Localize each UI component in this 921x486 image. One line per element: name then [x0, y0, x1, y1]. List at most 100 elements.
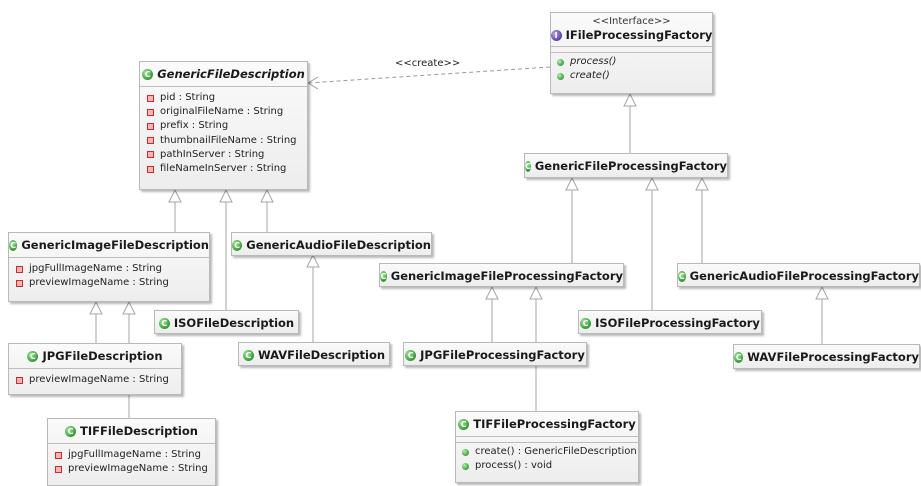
class-name: GenericImageFileProcessingFactory: [390, 269, 623, 283]
class-name: WAVFileDescription: [257, 348, 386, 362]
class-icon: C: [27, 350, 39, 362]
class-icon: C: [232, 239, 243, 251]
inheritance-arrowhead: [122, 300, 136, 315]
method-compartment: process() create(): [551, 52, 712, 87]
class-name: JPGFileProcessingFactory: [420, 348, 585, 362]
class-icon: C: [9, 239, 18, 251]
create-dependency-line: [307, 66, 551, 84]
field-row: pathInServer : String: [146, 148, 307, 162]
attribute-compartment: pid : String originalFileName : String p…: [140, 86, 307, 180]
method-row: create() : GenericFileDescription: [462, 445, 638, 459]
field-row: jpgFullImageName : String: [54, 448, 215, 462]
field-row: pid : String: [146, 91, 307, 105]
private-field-icon: [16, 279, 23, 287]
inheritance-arrowhead: [529, 285, 543, 300]
inheritance-arrowhead: [89, 300, 103, 315]
inheritance-arrowhead: [623, 92, 637, 107]
class-icon: C: [524, 160, 531, 172]
private-field-icon: [55, 451, 62, 459]
class-name: WAVFileProcessingFactory: [747, 350, 919, 364]
private-field-icon: [55, 465, 62, 473]
attribute-compartment: [456, 436, 638, 442]
class-icon: C: [158, 317, 170, 329]
interface-stereotype: <<Interface>>: [592, 16, 671, 27]
method-row: create(): [557, 69, 712, 83]
method-row: process(): [557, 55, 712, 69]
field-row: originalFileName : String: [146, 105, 307, 119]
class-name: ISOFileDescription: [173, 316, 295, 330]
class-icon: C: [678, 270, 686, 282]
class-icon: C: [580, 317, 592, 329]
class-name: GenericAudioFileDescription: [246, 238, 431, 252]
field-row: fileNameInServer : String: [146, 162, 307, 176]
private-field-icon: [16, 376, 23, 384]
private-field-icon: [147, 108, 154, 116]
inheritance-arrowhead: [695, 176, 709, 191]
class-name: GenericFileProcessingFactory: [534, 159, 728, 173]
private-field-icon: [147, 137, 154, 145]
method-row: process() : void: [462, 459, 638, 473]
class-name: GenericFileDescription: [157, 67, 305, 81]
class-icon: C: [242, 349, 254, 361]
inheritance-arrowhead: [485, 285, 499, 300]
class-icon: C: [734, 351, 744, 363]
private-field-icon: [16, 265, 23, 273]
private-field-icon: [147, 151, 154, 159]
field-row: thumbnailFileName : String: [146, 134, 307, 148]
create-dependency-arrowhead: [307, 76, 319, 90]
field-row: previewImageName : String: [54, 462, 215, 476]
inheritance-arrowhead: [168, 188, 182, 203]
inheritance-arrowhead: [306, 253, 320, 268]
inheritance-arrowhead: [219, 188, 233, 203]
class-name: TIFFileProcessingFactory: [473, 417, 636, 431]
field-row: previewImageName : String: [15, 373, 181, 387]
class-icon: C: [380, 270, 387, 282]
private-field-icon: [147, 165, 154, 173]
class-name: GenericImageFileDescription: [21, 238, 209, 252]
inheritance-arrowhead: [565, 176, 579, 191]
class-icon: C: [65, 425, 77, 437]
inheritance-arrowhead: [645, 176, 659, 191]
attribute-compartment: jpgFullImageName : String previewImageNa…: [48, 443, 215, 480]
create-dependency-label: <<create>>: [395, 58, 461, 69]
class-name: TIFFileDescription: [80, 424, 198, 438]
interface-icon: I: [550, 29, 562, 41]
field-row: prefix : String: [146, 119, 307, 133]
class-icon: C: [142, 68, 154, 80]
attribute-compartment: previewImageName : String: [9, 368, 181, 391]
attribute-compartment: [551, 46, 712, 52]
public-method-icon: [557, 72, 564, 80]
field-row: jpgFullImageName : String: [15, 262, 209, 276]
class-icon: C: [405, 349, 417, 361]
class-name: IFileProcessingFactory: [565, 28, 713, 42]
attribute-compartment: jpgFullImageName : String previewImageNa…: [9, 257, 209, 294]
public-method-icon: [557, 58, 564, 66]
